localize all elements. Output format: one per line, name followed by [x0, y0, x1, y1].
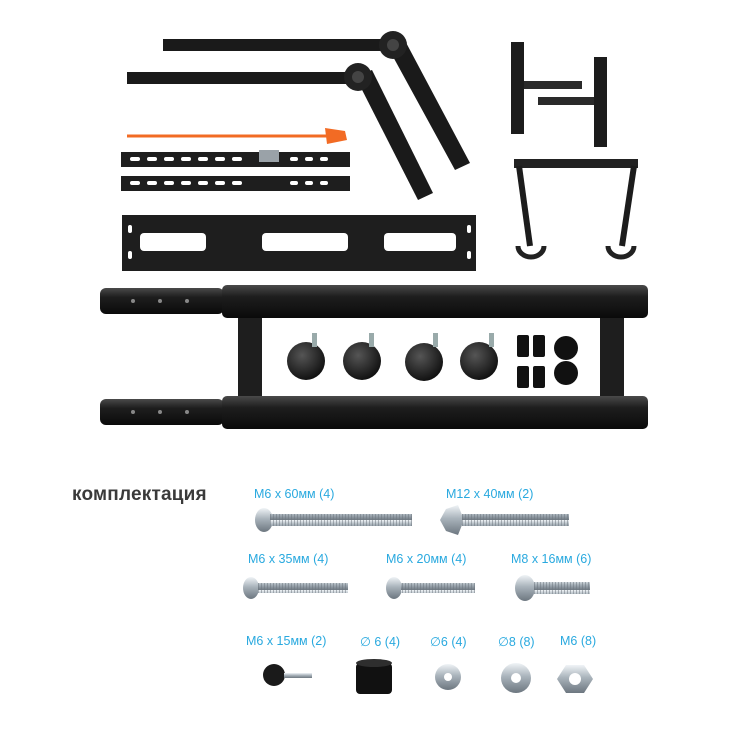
hardware-label: M12 x 40мм (2): [446, 487, 534, 501]
screw-icon: [243, 577, 348, 599]
h-bracket-icon: [511, 42, 607, 147]
caster-wheel-icon: [287, 333, 498, 381]
end-cap-icon: [517, 335, 578, 388]
washer-icon: [501, 663, 531, 693]
hardware-label: M6 x 35мм (4): [248, 552, 329, 566]
hardware-label: ∅6 (4): [430, 635, 467, 649]
clamp-bracket-icon: [514, 159, 638, 260]
hex-bolt-icon: [440, 505, 569, 535]
hardware-label: ∅8 (8): [498, 635, 535, 649]
cable-tie-icon: [127, 128, 347, 144]
kit-title: комплектация: [72, 484, 207, 505]
wall-plate-icon: [122, 215, 476, 271]
screw-icon: [386, 577, 475, 599]
tube-frame-icon: [100, 285, 648, 429]
hardware-label: M6 x 15мм (2): [246, 634, 327, 648]
hardware-label: M6 x 60мм (4): [254, 487, 335, 501]
spacer-icon: [356, 659, 392, 694]
hardware-label: M6 (8): [560, 634, 597, 648]
washer-icon: [435, 664, 461, 690]
hardware-label: M8 x 16мм (6): [511, 552, 592, 566]
long-screw-icon: [255, 508, 412, 532]
slotted-strap-icon: [121, 150, 350, 191]
thumb-screw-icon: [263, 664, 312, 686]
folding-arm-icon: [127, 31, 470, 200]
screw-icon: [515, 575, 590, 601]
hardware-label: M6 x 20мм (4): [386, 552, 467, 566]
hex-nut-icon: [557, 665, 593, 693]
hardware-label: ∅ 6 (4): [360, 635, 401, 649]
